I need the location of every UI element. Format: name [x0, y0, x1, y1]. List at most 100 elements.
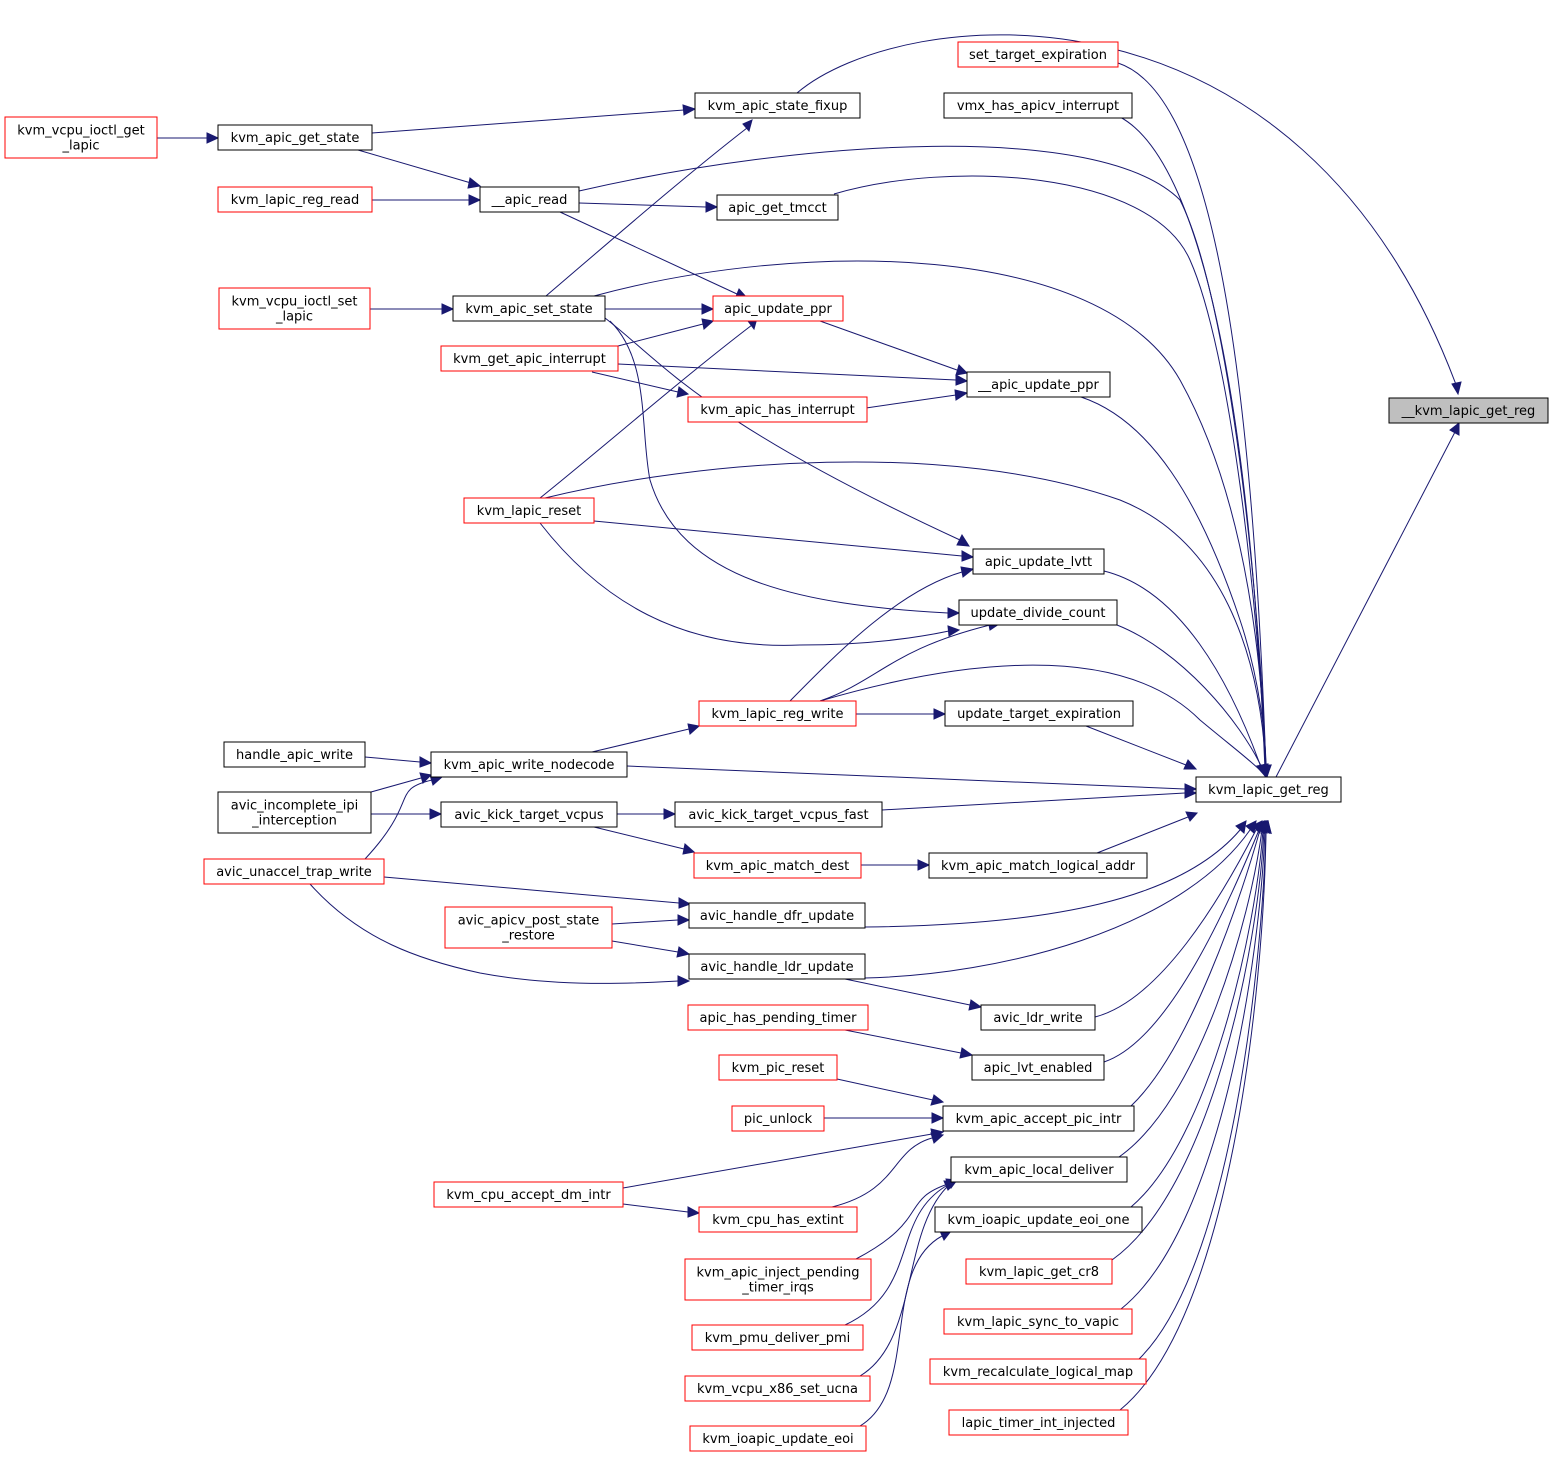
- node-kvm-cpu-has-extint[interactable]: kvm_cpu_has_extint: [698, 1206, 858, 1233]
- node-kvm-apic-local-deliver[interactable]: kvm_apic_local_deliver: [950, 1156, 1128, 1183]
- node-kvm-get-apic-interrupt[interactable]: kvm_get_apic_interrupt: [440, 345, 619, 372]
- node-apic-update-lvtt[interactable]: apic_update_lvtt: [972, 548, 1105, 575]
- node-kvm-recalculate-logical-map[interactable]: kvm_recalculate_logical_map: [929, 1358, 1147, 1385]
- call-edge-line: [1080, 396, 1267, 771]
- node-update-target-expiration[interactable]: update_target_expiration: [944, 700, 1134, 727]
- call-edge: [836, 1078, 945, 1106]
- call-edge: [617, 318, 715, 347]
- node-kvm-apic-match-logical-addr[interactable]: kvm_apic_match_logical_addr: [928, 852, 1148, 879]
- call-edge-line: [544, 461, 1267, 771]
- node-kvm-apic-accept-pic-intr[interactable]: kvm_apic_accept_pic_intr: [942, 1105, 1135, 1132]
- node-apic-update-ppr[interactable]: __apic_update_ppr: [966, 371, 1111, 398]
- node-box: [674, 801, 883, 828]
- node-label: vmx_has_apicv_interrupt: [957, 99, 1119, 114]
- node-box: [689, 1425, 867, 1452]
- node-kvm-vcpu-x86-set-ucna[interactable]: kvm_vcpu_x86_set_ucna: [684, 1375, 871, 1402]
- node-apic-update-ppr[interactable]: apic_update_ppr: [712, 295, 844, 322]
- call-edge-line: [833, 175, 1267, 771]
- node-pic-unlock[interactable]: pic_unlock: [731, 1105, 825, 1132]
- arrowhead-icon: [663, 808, 677, 820]
- node-kvm-lapic-get-reg[interactable]: kvm_lapic_get_reg: [1195, 776, 1342, 803]
- call-edge: [831, 1132, 945, 1208]
- node-handle-apic-write[interactable]: handle_apic_write: [223, 741, 366, 768]
- node-kvm-vcpu-ioctl-set-lapic[interactable]: kvm_vcpu_ioctl_set_lapic: [218, 287, 371, 330]
- node-kvm-lapic-get-cr8[interactable]: kvm_lapic_get_cr8: [965, 1258, 1113, 1285]
- node-avic-incomplete-ipi-interception[interactable]: avic_incomplete_ipi_interception: [217, 791, 372, 834]
- arrowhead-icon: [959, 1047, 974, 1059]
- node-avic-handle-dfr-update[interactable]: avic_handle_dfr_update: [688, 902, 866, 929]
- node-kvm-cpu-accept-dm-intr[interactable]: kvm_cpu_accept_dm_intr: [433, 1181, 624, 1208]
- arrowhead-icon: [682, 843, 696, 855]
- node-kvm-apic-has-interrupt[interactable]: kvm_apic_has_interrupt: [687, 396, 868, 423]
- arrowhead-icon: [968, 999, 983, 1011]
- node-set-target-expiration[interactable]: set_target_expiration: [957, 41, 1119, 68]
- node-kvm-apic-set-state[interactable]: kvm_apic_set_state: [452, 295, 606, 322]
- node-kvm-apic-write-nodecode[interactable]: kvm_apic_write_nodecode: [430, 751, 628, 778]
- node-box: [688, 902, 866, 929]
- node-lapic-timer-int-injected[interactable]: lapic_timer_int_injected: [948, 1409, 1129, 1436]
- node-kvm-apic-state-fixup[interactable]: kvm_apic_state_fixup: [694, 92, 861, 119]
- call-edge: [593, 260, 1272, 779]
- node-box: [684, 1258, 872, 1301]
- node-avic-kick-target-vcpus[interactable]: avic_kick_target_vcpus: [440, 801, 618, 828]
- call-edge-line: [1130, 829, 1261, 1107]
- call-edge: [1094, 820, 1263, 1018]
- arrowhead-icon: [687, 723, 701, 735]
- arrowhead-icon: [1257, 763, 1267, 779]
- node-label: kvm_apic_match_dest: [706, 859, 850, 874]
- call-edge-line: [844, 978, 971, 1006]
- arrowhead-icon: [955, 374, 969, 386]
- node-label: update_divide_count: [971, 606, 1106, 621]
- node-kvm-lapic-reg-read[interactable]: kvm_lapic_reg_read: [217, 186, 373, 213]
- node-label: kvm_lapic_reg_read: [231, 193, 360, 208]
- node-label: lapic_timer_int_injected: [962, 1416, 1116, 1431]
- node-label: handle_apic_write: [236, 748, 353, 763]
- node-apic-lvt-enabled[interactable]: apic_lvt_enabled: [971, 1054, 1105, 1081]
- call-edge: [819, 664, 1267, 779]
- call-edge-line: [1111, 829, 1265, 1261]
- call-edge-line: [1120, 829, 1266, 1310]
- node-label: kvm_vcpu_ioctl_set: [231, 295, 357, 310]
- call-edge-line: [593, 260, 1267, 771]
- node-kvm-lapic-reset[interactable]: kvm_lapic_reset: [463, 497, 595, 524]
- node-kvm-apic-inject-pending-timer-irqs[interactable]: kvm_apic_inject_pending_timer_irqs: [684, 1258, 872, 1301]
- node-box: [928, 852, 1148, 879]
- node-kvm-lapic-reg-write[interactable]: kvm_lapic_reg_write: [698, 700, 857, 727]
- node-box: [971, 1054, 1105, 1081]
- node-apic-read[interactable]: __apic_read: [479, 186, 580, 213]
- node-label: kvm_lapic_sync_to_vapic: [957, 1315, 1119, 1330]
- node-kvm-apic-get-state[interactable]: kvm_apic_get_state: [217, 124, 373, 151]
- call-edge-line: [1275, 431, 1456, 778]
- call-edge: [617, 363, 969, 386]
- node-apic-get-tmcct[interactable]: apic_get_tmcct: [716, 194, 839, 221]
- node-kvm-ioapic-update-eoi[interactable]: kvm_ioapic_update_eoi: [689, 1425, 867, 1452]
- node-avic-apicv-post-state-restore[interactable]: avic_apicv_post_state_restore: [444, 906, 613, 949]
- arrowhead-icon: [429, 808, 443, 820]
- call-edge: [617, 808, 677, 820]
- node-kvm-apic-match-dest[interactable]: kvm_apic_match_dest: [693, 852, 862, 879]
- call-edge: [796, 34, 1462, 396]
- call-edge: [865, 389, 969, 409]
- arrowhead-icon: [441, 303, 455, 315]
- arrowhead-icon: [467, 177, 482, 189]
- node-kvm-vcpu-ioctl-get-lapic[interactable]: kvm_vcpu_ioctl_get_lapic: [4, 116, 158, 159]
- call-edge: [309, 883, 691, 987]
- arrowhead-icon: [931, 1112, 945, 1124]
- node-avic-handle-ldr-update[interactable]: avic_handle_ldr_update: [688, 953, 866, 980]
- node-avic-kick-target-vcpus-fast[interactable]: avic_kick_target_vcpus_fast: [674, 801, 883, 828]
- node-avic-unaccel-trap-write[interactable]: avic_unaccel_trap_write: [203, 858, 385, 885]
- node-box: [4, 116, 158, 159]
- node-box: [980, 1004, 1096, 1031]
- node-kvm-pic-reset[interactable]: kvm_pic_reset: [718, 1054, 838, 1081]
- call-edge-line: [865, 394, 957, 409]
- node-avic-ldr-write[interactable]: avic_ldr_write: [980, 1004, 1096, 1031]
- node-vmx-has-apicv-interrupt[interactable]: vmx_has_apicv_interrupt: [943, 92, 1133, 119]
- call-edge-line: [591, 371, 679, 393]
- node-update-divide-count[interactable]: update_divide_count: [958, 599, 1118, 626]
- node-kvm-pmu-deliver-pmi[interactable]: kvm_pmu_deliver_pmi: [691, 1324, 864, 1351]
- node-kvm-ioapic-update-eoi-one[interactable]: kvm_ioapic_update_eoi_one: [934, 1206, 1143, 1233]
- node-apic-has-pending-timer[interactable]: apic_has_pending_timer: [687, 1004, 869, 1031]
- call-edge-line: [539, 522, 950, 646]
- node-box: [217, 124, 373, 151]
- node-kvm-lapic-sync-to-vapic[interactable]: kvm_lapic_sync_to_vapic: [943, 1308, 1133, 1335]
